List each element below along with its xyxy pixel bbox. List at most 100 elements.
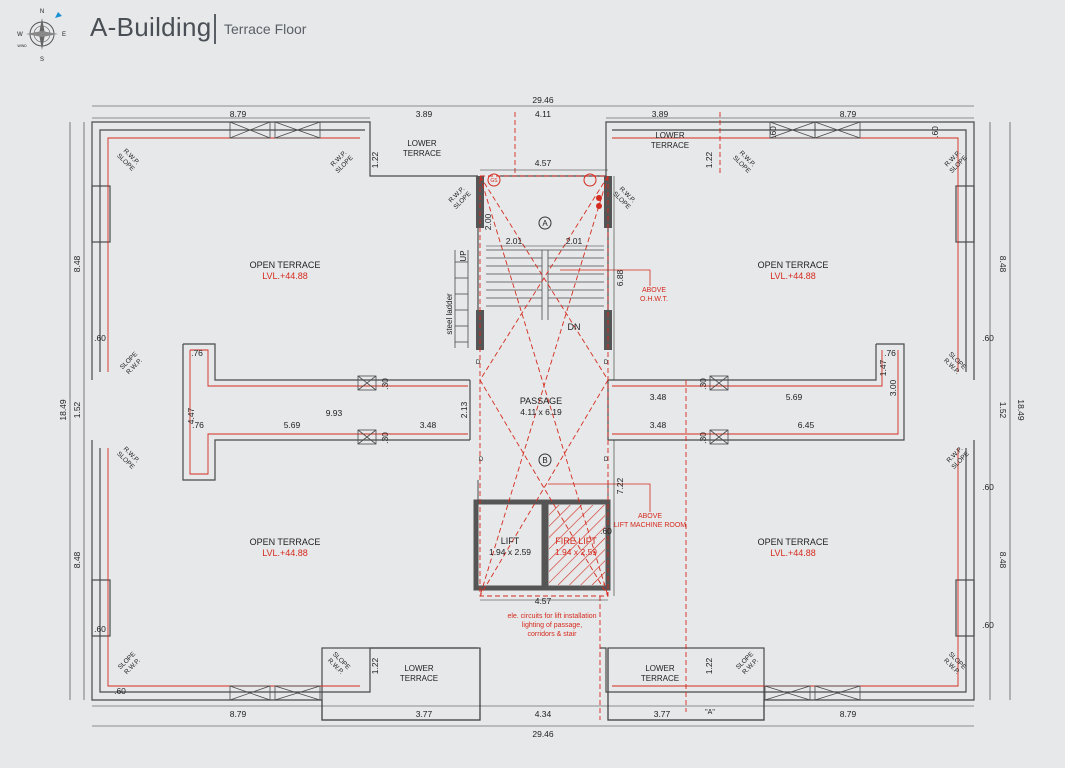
dim-core-low: 7.22 — [615, 477, 625, 494]
page-subtitle: Terrace Floor — [224, 21, 307, 37]
door-d: D — [479, 457, 484, 463]
fire-lift-size: 1.94 x 2.59 — [555, 547, 597, 557]
above-lmr-1: ABOVE — [638, 513, 662, 520]
dim-left-lower: 8.48 — [72, 551, 82, 568]
open-terrace-tl: OPEN TERRACE — [250, 260, 321, 270]
page-title: A-Building — [90, 12, 212, 42]
dim-top-core: 4.11 — [535, 109, 551, 119]
dim-rt-122: 1.22 — [704, 151, 714, 168]
lower-terrace-tr-2: TERRACE — [651, 141, 689, 150]
dim-r-348a: 3.48 — [650, 392, 667, 402]
red-dot — [596, 195, 602, 201]
above-ohwt-2: O.H.W.T. — [640, 296, 668, 303]
dim-c30-b: .30 — [380, 432, 390, 444]
marker-b-label: B — [542, 456, 547, 465]
dim-p60-br: .60 — [600, 526, 612, 536]
level-tl: LVL.+44.88 — [262, 271, 308, 281]
dim-p60-rt1: .60 — [768, 126, 778, 138]
dim-stair-a: 2.01 — [506, 236, 523, 246]
lower-terrace-tr-1: LOWER — [655, 131, 685, 140]
dim-bottom-left: 8.79 — [230, 709, 247, 719]
lower-terrace-tl-2: TERRACE — [403, 149, 441, 158]
open-terrace-br: OPEN TERRACE — [758, 537, 829, 547]
door-d: D — [604, 360, 609, 366]
drawing-header: N S E W WIND A-Building Terrace Floor — [0, 0, 1065, 70]
dim-bottom-core: 4.34 — [535, 709, 552, 719]
dim-c30-d: .30 — [698, 432, 708, 444]
dim-l-76a: .76 — [191, 348, 203, 358]
lower-terrace-tl-1: LOWER — [407, 139, 437, 148]
lift-size: 1.94 x 2.59 — [489, 547, 531, 557]
dim-p60-rl1: .60 — [982, 482, 994, 492]
callout-leaders — [548, 269, 651, 512]
title-divider — [214, 14, 216, 44]
level-tr: LVL.+44.88 — [770, 271, 816, 281]
dim-bottom-right: 8.79 — [840, 709, 857, 719]
compass-icon: N S E W WIND — [17, 9, 66, 62]
stair-up-label: UP — [459, 250, 468, 261]
dim-core-h: 6.88 — [615, 269, 625, 286]
dimension-lines — [69, 105, 1011, 727]
dim-lb-122: 1.22 — [370, 657, 380, 674]
compass-w: W — [17, 32, 23, 38]
dim-r-348b: 3.48 — [650, 420, 667, 430]
dim-left-upper: 8.48 — [72, 255, 82, 272]
dim-c30-a: .30 — [380, 378, 390, 390]
marker-a — [538, 216, 552, 230]
dim-top-right: 8.79 — [840, 109, 857, 119]
gs-label: GS — [490, 178, 498, 184]
dim-right-lower: 8.48 — [998, 552, 1008, 569]
dim-top-total: 29.46 — [532, 95, 554, 105]
lower-terrace-bl-1: LOWER — [404, 664, 434, 673]
level-br: LVL.+44.88 — [770, 548, 816, 558]
steel-ladder-label: steel ladder — [445, 293, 454, 335]
dim-bottom-mid-right: 3.77 — [654, 709, 671, 719]
dim-left-mid: 1.52 — [72, 401, 82, 418]
dim-l-447: 4.47 — [186, 407, 196, 424]
dim-p60-bl: .60 — [114, 686, 126, 696]
lower-terrace-bl-2: TERRACE — [400, 674, 438, 683]
stair-dn-label: DN — [568, 322, 581, 332]
red-dot — [596, 203, 602, 209]
dim-rb-122: 1.22 — [704, 657, 714, 674]
door-d: D — [604, 457, 609, 463]
dim-p60-ll: .60 — [94, 624, 106, 634]
dim-l-993: 9.93 — [326, 408, 343, 418]
gs-marker — [487, 173, 501, 187]
lower-terrace-br-2: TERRACE — [641, 674, 679, 683]
dim-r-300: 3.00 — [888, 379, 898, 396]
compass-wind: WIND — [17, 44, 27, 48]
level-bl: LVL.+44.88 — [262, 548, 308, 558]
dim-top-mid-right: 3.89 — [652, 109, 669, 119]
dim-top-mid-left: 3.89 — [416, 109, 433, 119]
dim-right-upper: 8.48 — [998, 256, 1008, 273]
gs-marker — [583, 173, 597, 187]
dim-bottom-total: 29.46 — [532, 729, 554, 739]
dim-lt-122: 1.22 — [370, 151, 380, 168]
lift-label: LIFT — [501, 536, 520, 546]
dim-p60-rl2: .60 — [982, 620, 994, 630]
compass-e: E — [62, 32, 66, 38]
vertical-dimension-labels: 8.48 8.48 18.49 1.52 8.48 8.48 18.49 1.5… — [58, 126, 1026, 674]
passage-size: 4.11 x 6.19 — [520, 407, 562, 417]
dim-bottom-mid-left: 3.77 — [416, 709, 433, 719]
open-terrace-bl: OPEN TERRACE — [250, 537, 321, 547]
dimension-labels: 29.46 4.11 8.79 3.89 3.89 8.79 4.57 29.4… — [94, 95, 994, 739]
dim-c30-c: .30 — [698, 378, 708, 390]
core — [454, 176, 612, 591]
circuit-note-1: ele. circuits for lift installation — [507, 613, 596, 620]
dim-l-348: 3.48 — [420, 420, 437, 430]
passage-label: PASSAGE — [520, 396, 562, 406]
circuit-note-3: corridors & stair — [527, 631, 577, 638]
dim-l-569: 5.69 — [284, 420, 301, 430]
dim-l-76b: .76 — [192, 420, 204, 430]
marker-a-label: A — [542, 219, 548, 228]
circuit-note-2: lighting of passage, — [522, 622, 582, 629]
dim-r-76: .76 — [884, 348, 896, 358]
dim-r-645: 6.45 — [798, 420, 815, 430]
dim-core-width: 4.57 — [535, 158, 552, 168]
marker-b — [538, 453, 552, 467]
dim-stair-b: 2.01 — [566, 236, 583, 246]
dim-p60-lu: .60 — [94, 333, 106, 343]
